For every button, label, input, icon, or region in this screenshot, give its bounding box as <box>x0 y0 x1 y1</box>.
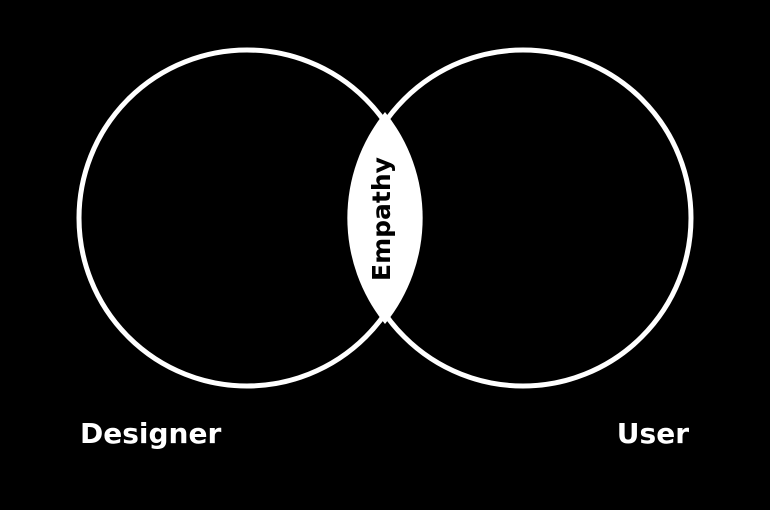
right-circle <box>352 47 694 389</box>
right-set-label: User <box>617 417 689 450</box>
left-circle <box>76 47 418 389</box>
intersection-label: Empathy <box>367 157 396 281</box>
left-set-label: Designer <box>80 417 221 450</box>
